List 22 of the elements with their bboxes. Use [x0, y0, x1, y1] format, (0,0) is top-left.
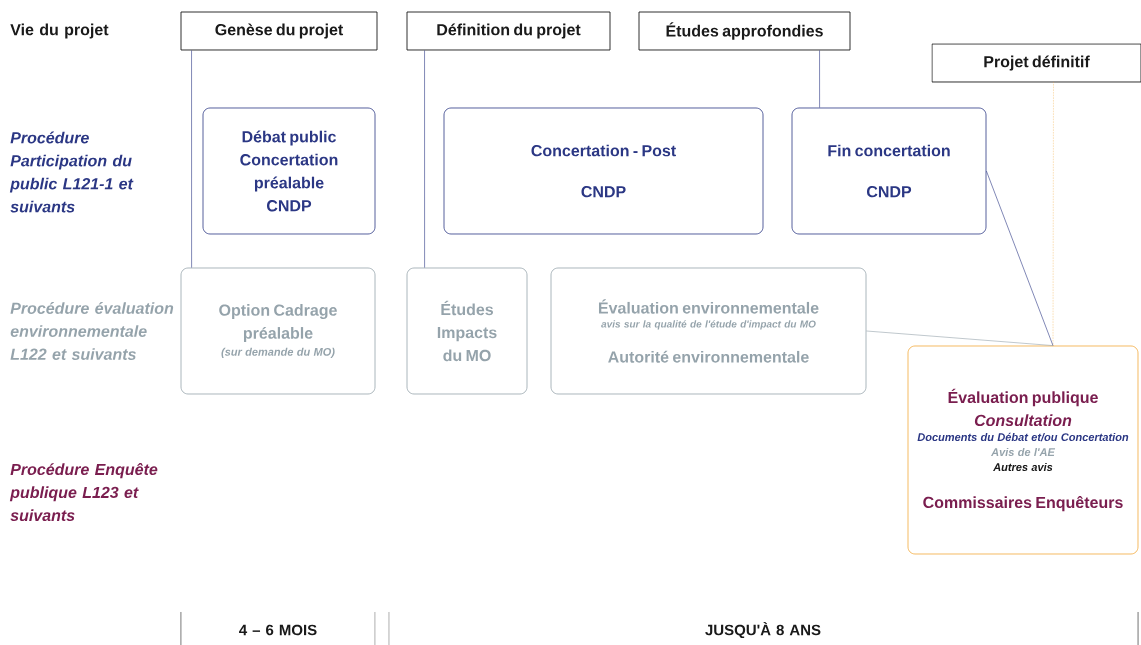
- phase-box: Définition du projet: [406, 11, 611, 51]
- process-box: Évaluation publique Consultation Documents du Débat et/ou Concertation Avis de l'AE Autres avis Commissaires Enquêteurs: [907, 345, 1139, 555]
- duration-label: JUSQU'À 8 ANS: [705, 621, 821, 639]
- row-label: Vie du projet: [10, 23, 109, 39]
- phase-box: Projet définitif: [931, 43, 1141, 83]
- process-box: Concertation - Post CNDP: [443, 107, 764, 235]
- process-box: Débat public Concertation préalable CNDP: [202, 107, 376, 235]
- connector-line: [866, 330, 1054, 346]
- connector-line: [986, 170, 1054, 346]
- process-box: Fin concertation CNDP: [791, 107, 987, 235]
- phase-box: Genèse du projet: [180, 11, 378, 51]
- duration-label: 4 – 6 MOIS: [239, 624, 317, 636]
- phase-box: Études approfondies: [638, 11, 851, 51]
- connector-line: [191, 50, 192, 268]
- process-box: Évaluation environnementale avis sur la qualité de l'étude d'impact du MO Autorité environnementale: [550, 267, 867, 395]
- row-label: Procédure Enquête publique L123 et suivants: [9, 462, 158, 522]
- connector-line: [819, 50, 820, 108]
- connector-line: [424, 50, 425, 268]
- row-label: Procédure Participation du public L121-1 et suivants: [9, 131, 134, 213]
- process-box: Option Cadrage préalable (sur demande du MO): [180, 267, 376, 395]
- connector-line: [1052, 82, 1054, 346]
- process-box: Études Impacts du MO: [406, 267, 528, 395]
